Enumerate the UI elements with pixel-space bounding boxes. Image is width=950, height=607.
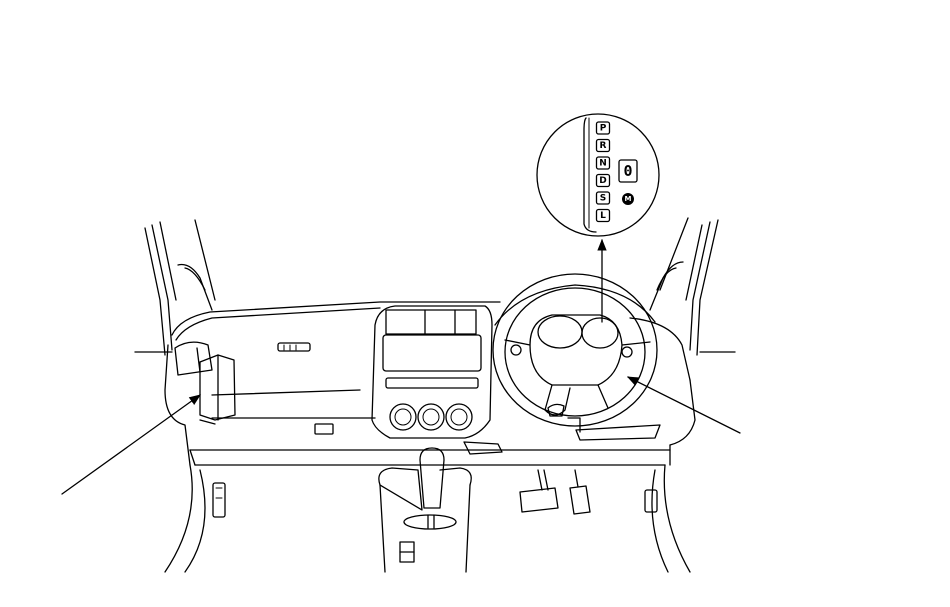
gear-number-display: 0 [618, 159, 638, 183]
fuse-box-leader-arrow [61, 394, 201, 495]
gear-position-r: R [600, 141, 607, 151]
lower-dash [189, 417, 671, 466]
gear-position-p: P [600, 124, 607, 134]
steering-switch-leader-arrow [626, 376, 741, 434]
gear-box-d [595, 173, 611, 188]
gear-box-n [595, 156, 611, 170]
dashboard-top [164, 301, 696, 466]
fuse-box [199, 354, 236, 425]
left-side-vent [174, 341, 213, 376]
pedals [519, 469, 591, 515]
gear-number-value: 0 [623, 162, 632, 180]
center-console [371, 305, 493, 439]
gear-box-p [595, 121, 611, 135]
gear-box-r [595, 138, 611, 153]
gear-position-n: N [599, 159, 607, 169]
gear-box-s [595, 191, 611, 205]
gear-shifter [378, 447, 472, 573]
right-lower-panel [644, 464, 691, 573]
left-lower-panel [164, 464, 226, 573]
glove-box [211, 342, 376, 435]
gear-position-d: D [599, 176, 606, 186]
right-a-pillar [649, 217, 736, 356]
left-a-pillar [134, 219, 216, 356]
gear-position-l: L [600, 211, 606, 221]
manual-mode-indicator: M [622, 193, 634, 205]
gear-box-l [595, 208, 611, 223]
gear-position-s: S [600, 194, 606, 204]
steering-wheel [492, 273, 658, 427]
manual-mode-letter: M [625, 195, 632, 203]
